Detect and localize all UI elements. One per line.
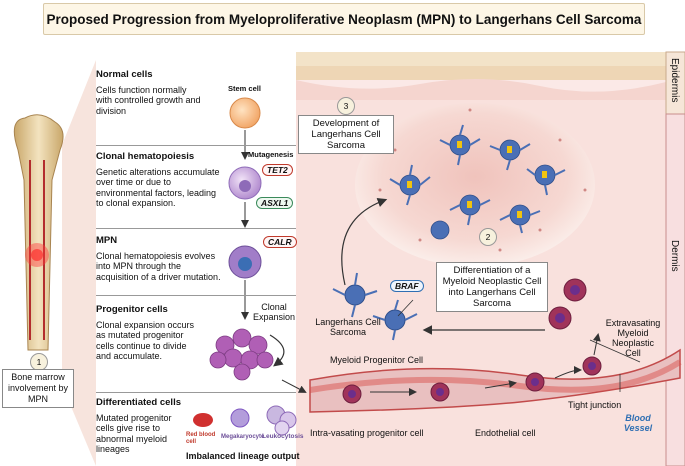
step-1-callout: Bone marrow involvement by MPN [2, 369, 74, 408]
asxl1-tag: ASXL1 [256, 197, 294, 209]
blood-vessel-label: Blood Vessel [623, 413, 653, 433]
imbalanced-label: Imbalanced lineage output [186, 451, 300, 461]
stage-heading: Normal cells [96, 69, 153, 80]
stage-heading: Clonal hematopoiesis [96, 151, 195, 162]
stage-text: Clonal hematopoiesis evolves into MPN th… [96, 250, 221, 282]
stage-mpn: MPN Clonal hematopoiesis evolves into MP… [96, 235, 281, 282]
epidermis-label: Epidermis [669, 58, 680, 103]
stage-heading: Differentiated cells [96, 397, 181, 408]
red-blood-cell-shape [193, 413, 213, 427]
tet2-tag: TET2 [262, 164, 293, 176]
stage-divider [96, 145, 296, 146]
title-box: Proposed Progression from Myeloprolifera… [43, 3, 645, 35]
step-number-3: 3 [337, 97, 355, 115]
stage-text: Cells function normally with controlled … [96, 84, 201, 116]
stage-clonal-hematopoiesis: Clonal hematopoiesis Genetic alterations… [96, 151, 281, 209]
calr-tag: CALR [263, 236, 297, 248]
stage-divider [96, 295, 296, 296]
progenitor-cluster [209, 328, 274, 381]
stage-differentiated-cells: Differentiated cells Mutated progenitor … [96, 397, 281, 455]
stage-heading: Progenitor cells [96, 304, 168, 315]
intravasating-label: Intra-vasating progenitor cell [310, 428, 424, 438]
tumor-mass [355, 103, 595, 267]
diagram-title: Proposed Progression from Myeloprolifera… [46, 11, 642, 27]
braf-tag: BRAF [390, 280, 424, 292]
stem-cell-label: Stem cell [228, 84, 261, 93]
mutagenesis-label: Mutagenesis [248, 150, 294, 159]
stage-progenitor-cells: Progenitor cells Clonal expansion occurs… [96, 304, 281, 362]
dermis-label: Dermis [669, 240, 680, 272]
extravasating-label: Extravasating Myeloid Neoplastic Cell [605, 318, 661, 358]
stage-text: Genetic alterations accumulate over time… [96, 166, 220, 209]
clonal-expansion-label: Clonal Expansion [252, 302, 296, 322]
step-2-callout: Differentiation of a Myeloid Neoplastic … [436, 262, 548, 312]
red-blood-cell-label: Red blood cell [186, 432, 216, 445]
stem-cell [229, 97, 261, 129]
neoplastic-cells [548, 278, 587, 330]
endothelial-label: Endothelial cell [475, 428, 536, 438]
stage-divider [96, 392, 296, 393]
leukocytosis-label: Leukocytosis [262, 433, 304, 440]
vessel-cells [342, 356, 602, 404]
stage-divider [96, 228, 296, 229]
langerhans-sarcoma-label: Langerhans Cell Sarcoma [315, 317, 381, 337]
megakaryocyte-label: Megakaryocyte [221, 434, 265, 440]
step-3-callout: Development of Langerhans Cell Sarcoma [298, 115, 394, 154]
step-number-2: 2 [479, 228, 497, 246]
stage-heading: MPN [96, 235, 118, 246]
stage-text: Mutated progenitor cells give rise to ab… [96, 412, 172, 455]
stage-text: Clonal expansion occurs as mutated proge… [96, 319, 195, 362]
lcs-cells-lower [332, 272, 418, 341]
myeloid-progenitor-label: Myeloid Progenitor Cell [330, 355, 424, 365]
tight-junction-label: Tight junction [568, 400, 622, 410]
femur-bone [13, 114, 64, 351]
zoom-wedge [62, 60, 96, 466]
stage-normal-cells: Normal cells Cells function normally wit… [96, 69, 281, 116]
